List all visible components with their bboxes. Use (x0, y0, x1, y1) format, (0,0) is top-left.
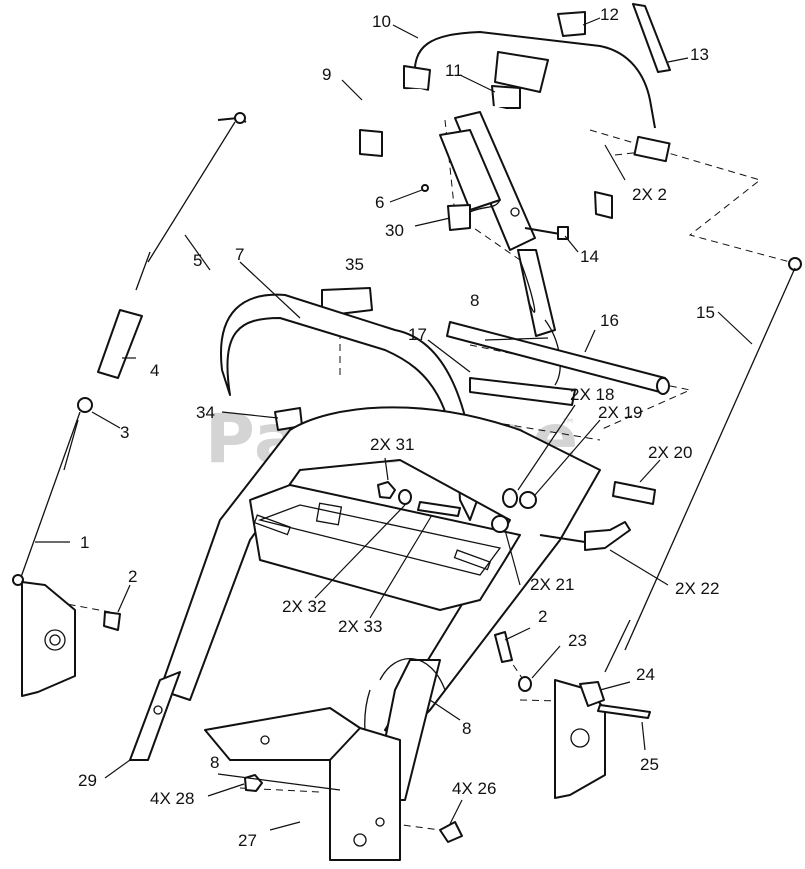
bolt-26 (439, 821, 463, 843)
mount-bracket-27 (204, 707, 401, 861)
decal-17 (469, 377, 576, 406)
callout-2-right: 2 (538, 607, 547, 626)
leader-lines (35, 17, 753, 831)
washer-18 (502, 488, 518, 508)
callout-11: 11 (445, 61, 463, 80)
callout-3: 3 (120, 423, 129, 442)
callout-27: 27 (238, 831, 257, 850)
decal-13 (632, 3, 671, 73)
callout-7: 7 (235, 245, 244, 264)
callout-5: 5 (193, 251, 202, 270)
callout-17: 17 (408, 325, 427, 344)
cable-5 (135, 112, 247, 291)
watermark-trademark: ™ (560, 415, 576, 434)
nut-19 (519, 491, 537, 509)
callout-15: 15 (696, 303, 715, 322)
callout-1: 1 (80, 533, 89, 552)
callout-2x-19: 2X 19 (598, 403, 642, 422)
washer-32 (398, 489, 412, 505)
callout-16: 16 (600, 311, 619, 330)
washer-23 (518, 676, 532, 692)
lower-handle-29 (129, 671, 181, 761)
clip-3 (77, 397, 93, 413)
clip-2-left (103, 611, 121, 631)
callout-2-left: 2 (128, 567, 137, 586)
spacer-21 (491, 515, 509, 533)
bolt-22 (539, 521, 631, 551)
callout-2x-33: 2X 33 (338, 617, 382, 636)
callout-34: 34 (196, 403, 215, 422)
clip-2-right (494, 631, 513, 663)
nut-31 (377, 481, 396, 499)
callout-8-upper: 8 (470, 291, 479, 310)
switch-30 (447, 199, 501, 231)
callout-8-lower: 8 (462, 719, 471, 738)
bracket-11 (491, 51, 549, 109)
bail-lower-9 (359, 88, 613, 219)
bracket-left (21, 581, 76, 697)
callout-4x-26: 4X 26 (452, 779, 496, 798)
callout-2x-21: 2X 21 (530, 575, 574, 594)
callout-2x-32: 2X 32 (282, 597, 326, 616)
callout-9: 9 (322, 65, 331, 84)
callout-23: 23 (568, 631, 587, 650)
bolt-25 (597, 704, 651, 719)
cable-1 (12, 411, 81, 586)
callout-10: 10 (372, 12, 391, 31)
callout-2x-22: 2X 22 (675, 579, 719, 598)
callout-4: 4 (150, 361, 159, 380)
screw-6 (421, 184, 429, 192)
swivel-24 (579, 681, 605, 707)
pin-33 (417, 501, 461, 517)
cable-15 (604, 257, 802, 673)
callout-4x-28: 4X 28 (150, 789, 194, 808)
callout-30: 30 (385, 221, 404, 240)
callout-12: 12 (600, 5, 619, 24)
callouts: 10 12 13 11 9 2X 2 6 30 14 5 7 35 15 8 1… (78, 5, 719, 850)
callout-35: 35 (345, 255, 364, 274)
callout-24: 24 (636, 665, 655, 684)
callout-2x-18: 2X 18 (570, 385, 614, 404)
callout-25: 25 (640, 755, 659, 774)
callout-6: 6 (375, 193, 384, 212)
callout-2x-20: 2X 20 (648, 443, 692, 462)
callout-2x-31: 2X 31 (370, 435, 414, 454)
sleeve-4 (97, 309, 143, 379)
bolt-20 (612, 481, 656, 505)
decal-12 (557, 11, 586, 37)
callout-14: 14 (580, 247, 599, 266)
callout-2x-2: 2X 2 (632, 185, 667, 204)
bolt-14 (524, 226, 569, 240)
callout-13: 13 (690, 45, 709, 64)
callout-29: 29 (78, 771, 97, 790)
callout-8-bottom: 8 (210, 753, 219, 772)
